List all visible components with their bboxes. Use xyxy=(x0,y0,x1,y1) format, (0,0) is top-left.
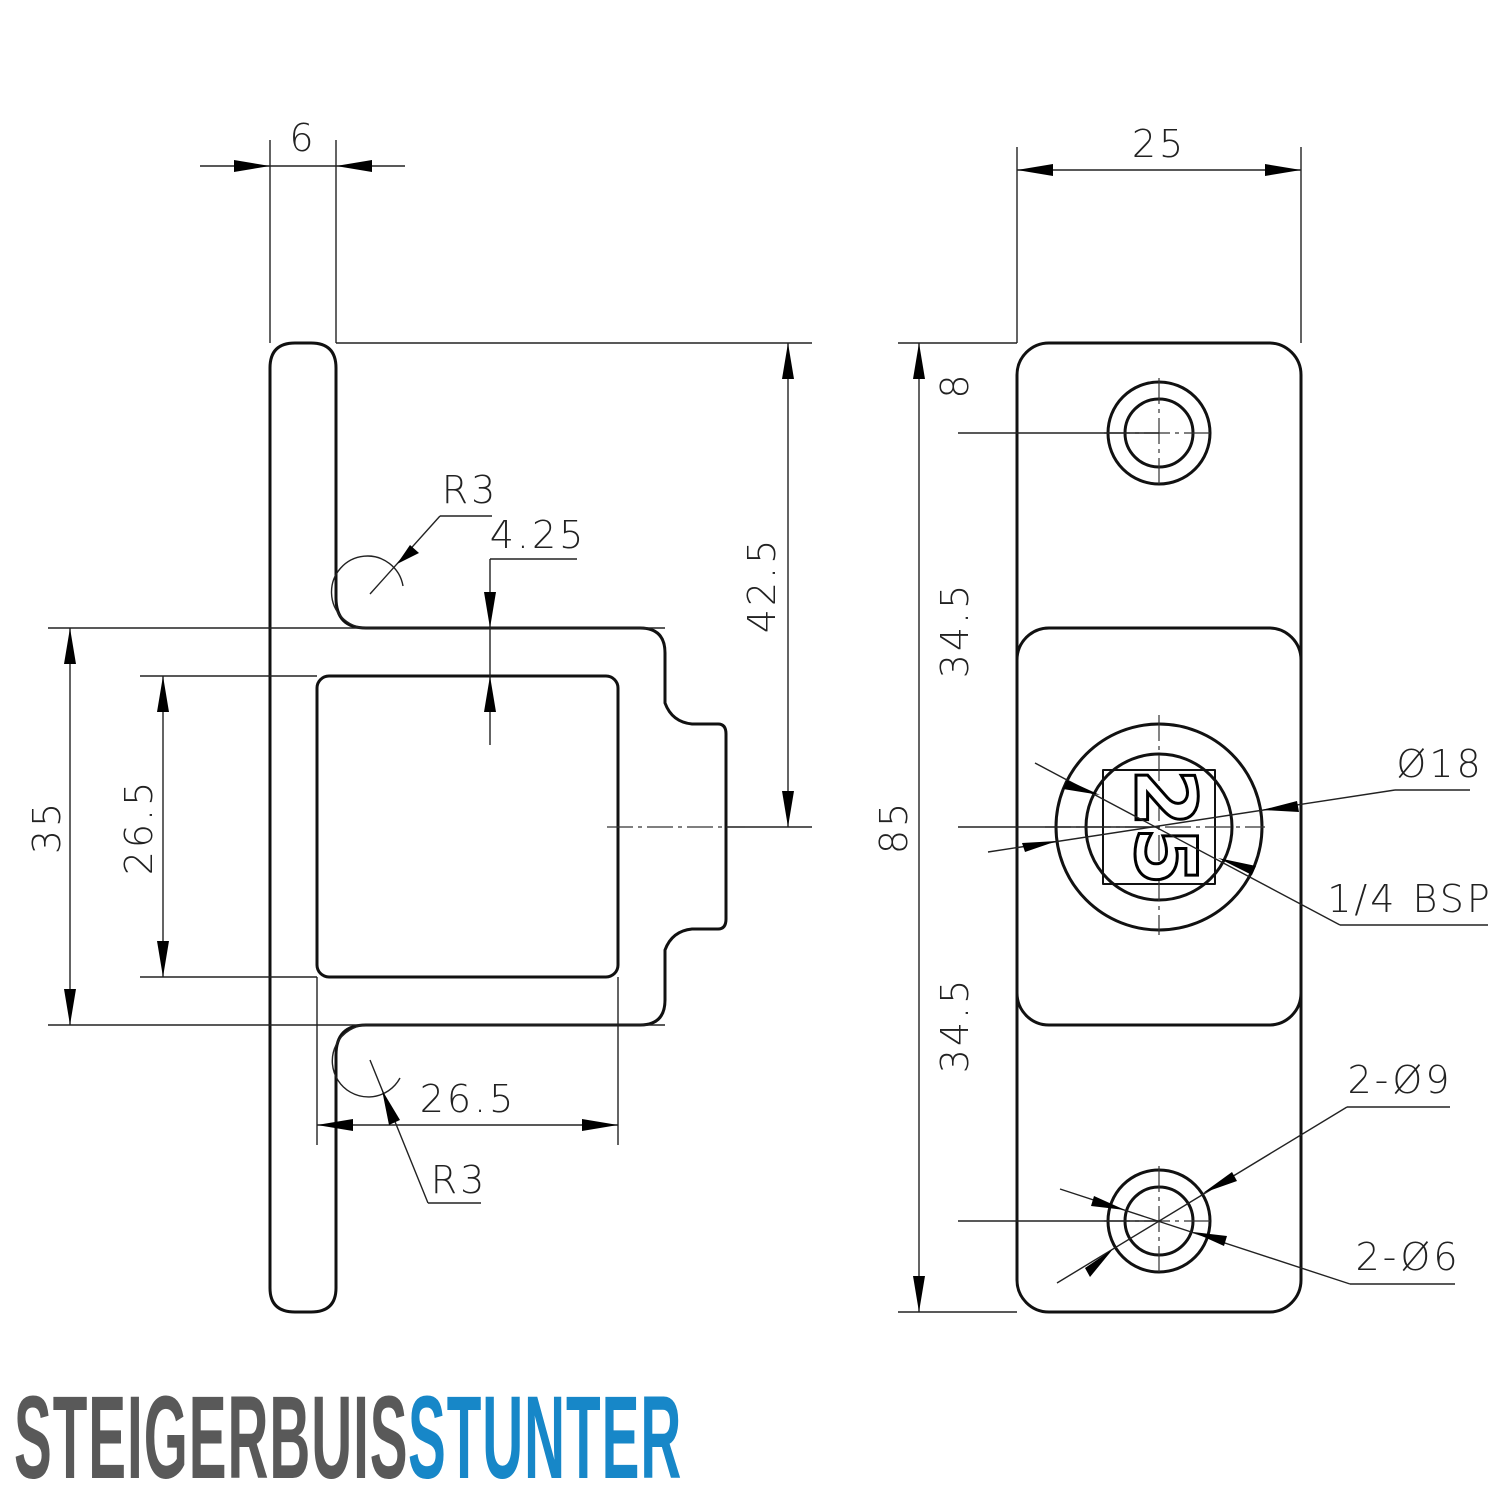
side-view-outline xyxy=(268,341,728,1314)
dim-inner-width: 26.5 xyxy=(420,1077,517,1121)
dim-width: 25 xyxy=(1132,122,1186,166)
brand-logo-part2: STUNTER xyxy=(408,1372,683,1504)
dim-fillet-top: R3 xyxy=(442,468,499,512)
dim-boss-diameter: Ø18 xyxy=(1396,742,1483,786)
side-view: 6 42.5 35 26.5 26.5 4.25 R3 xyxy=(25,116,812,1314)
dim-top-hole-offset: 8 xyxy=(933,371,977,398)
dim-hole-diameter: 2-Ø6 xyxy=(1355,1235,1460,1279)
dim-height-to-center: 42.5 xyxy=(740,537,784,634)
dim-thread: 1/4 BSP xyxy=(1327,877,1493,921)
dim-outer-height: 35 xyxy=(25,800,69,854)
dim-lower-spacing: 34.5 xyxy=(933,977,977,1074)
dim-flange-thickness: 6 xyxy=(289,116,316,160)
front-view: 25 25 85 8 34.5 34.5 Ø18 1/4 BSP xyxy=(872,122,1493,1314)
brand-logo-part1: STEIGERBUIS xyxy=(14,1372,409,1504)
inner-cavity xyxy=(315,674,620,979)
dim-upper-spacing: 34.5 xyxy=(933,582,977,679)
dim-total-height: 85 xyxy=(872,800,916,854)
dim-fillet-bottom: R3 xyxy=(431,1158,488,1202)
dim-hole-counterbore: 2-Ø9 xyxy=(1347,1058,1452,1102)
dim-inner-height: 26.5 xyxy=(117,779,161,876)
dim-wall-thickness: 4.25 xyxy=(490,513,587,557)
